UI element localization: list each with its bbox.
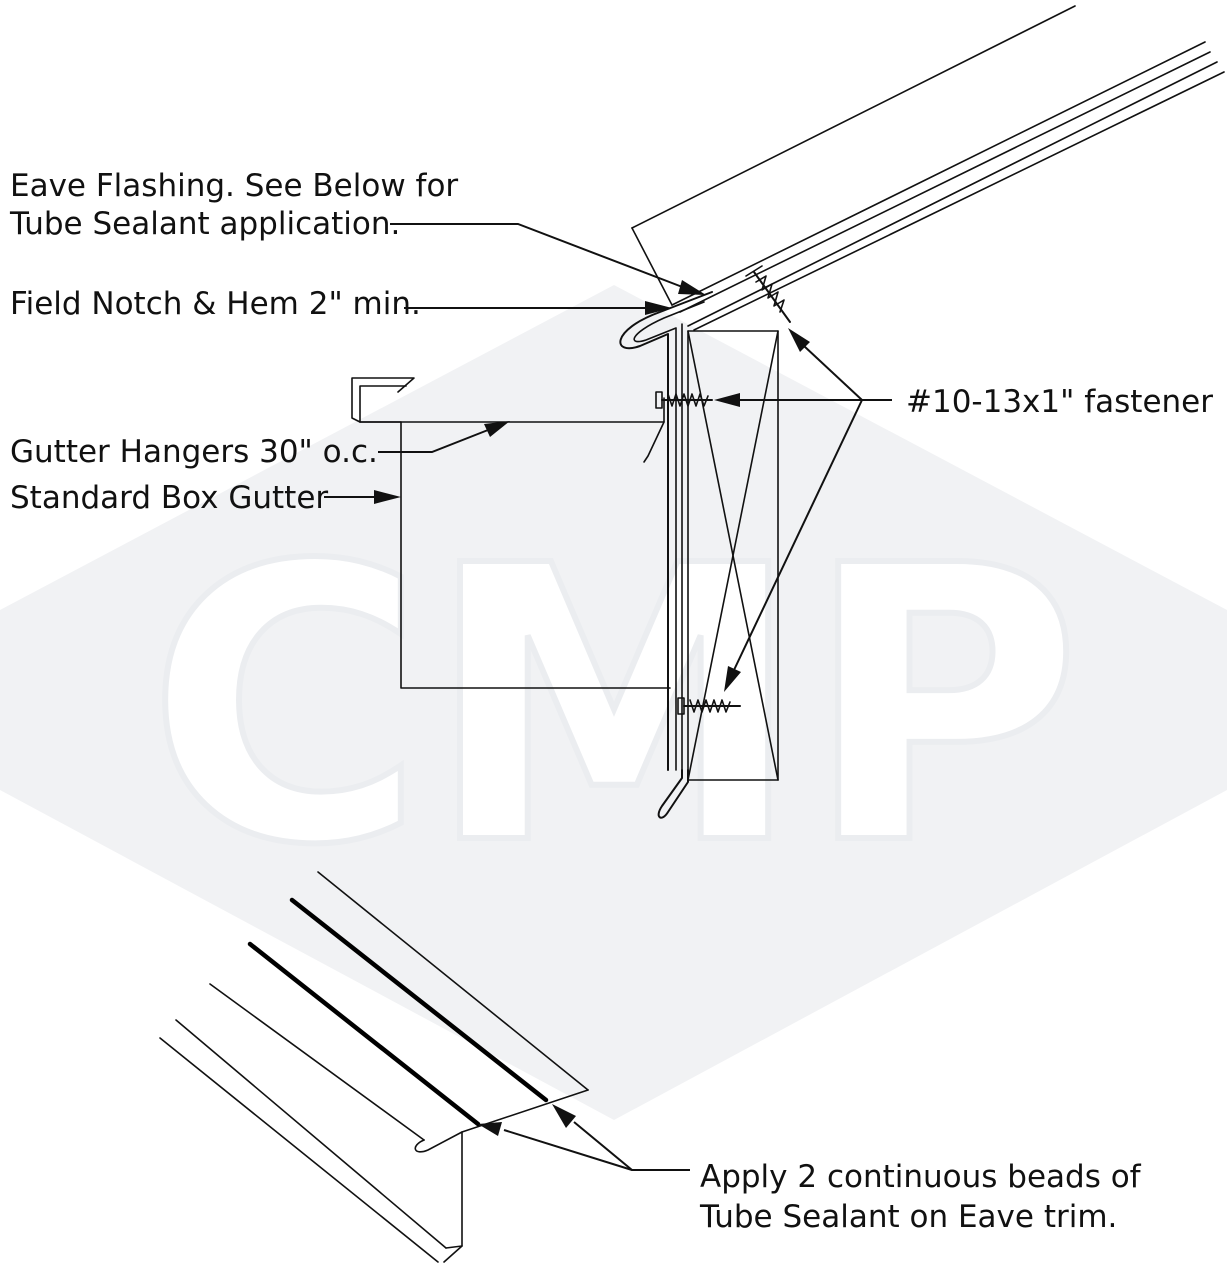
leader-fastener bbox=[714, 328, 892, 692]
leader-box-gutter bbox=[324, 490, 401, 504]
fastener-lower bbox=[677, 697, 741, 715]
fastener-upper bbox=[655, 391, 713, 409]
sealant-bead-lower bbox=[247, 941, 481, 1127]
label-sealant-line2: Tube Sealant on Eave trim. bbox=[699, 1199, 1117, 1235]
label-sealant-line1: Apply 2 continuous beads of bbox=[700, 1159, 1142, 1195]
sealant-beads bbox=[247, 897, 549, 1127]
gutter-hanger bbox=[359, 397, 665, 463]
label-eave-flashing-line1: Eave Flashing. See Below for bbox=[10, 168, 458, 204]
sealant-bead-upper bbox=[289, 897, 549, 1103]
eave-flashing bbox=[619, 291, 713, 771]
label-gutter-hangers: Gutter Hangers 30" o.c. bbox=[10, 434, 378, 470]
label-eave-flashing-line2: Tube Sealant application. bbox=[9, 206, 400, 242]
eave-trim-perspective bbox=[159, 871, 589, 1263]
fastener-roof bbox=[745, 265, 791, 323]
label-field-notch: Field Notch & Hem 2" min. bbox=[10, 286, 421, 322]
leader-sealant bbox=[478, 1104, 690, 1171]
leader-eave-flashing bbox=[390, 223, 706, 295]
leader-field-notch bbox=[404, 301, 672, 315]
label-fastener: #10-13x1" fastener bbox=[906, 384, 1213, 420]
label-standard-box-gutter: Standard Box Gutter bbox=[10, 480, 328, 516]
roof-deck-layers bbox=[671, 41, 1225, 331]
leader-gutter-hangers bbox=[378, 421, 510, 453]
watermark-text: CMP bbox=[146, 485, 1082, 928]
roof-panel bbox=[631, 5, 1076, 306]
